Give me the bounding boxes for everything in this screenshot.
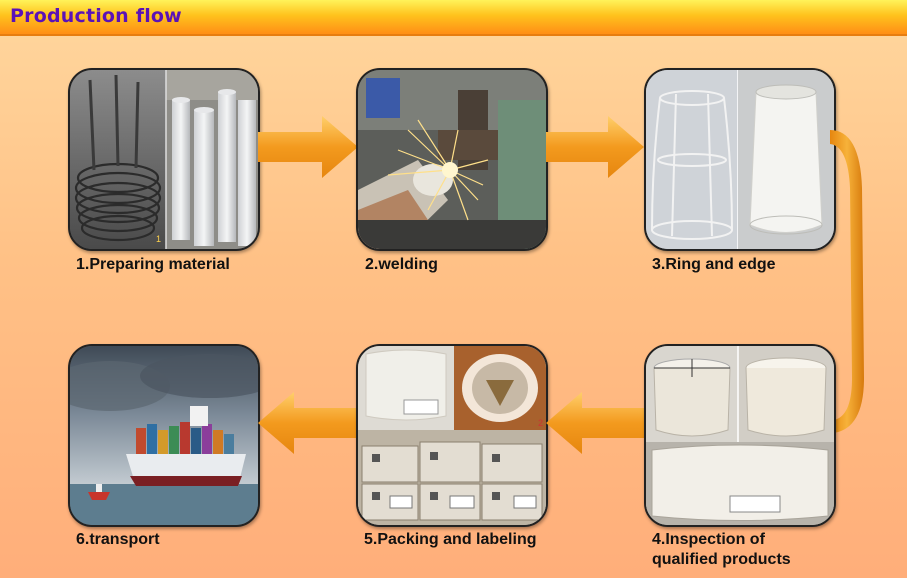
step-3-photo: [644, 68, 836, 251]
arrow-right-1: [258, 116, 358, 178]
step-6-label: 6.transport: [76, 531, 160, 548]
arrow-curve-down: [830, 128, 876, 438]
photo-marker-1: 1: [156, 234, 161, 244]
step-4-photo: [644, 344, 836, 527]
step-1-label: 1.Preparing material: [76, 256, 230, 273]
step-2-label: 2.welding: [365, 256, 438, 273]
arrow-left-1: [258, 392, 358, 454]
arrow-right-2: [546, 116, 644, 178]
step-4-label-line2: qualified products: [652, 551, 791, 568]
page-title: Production flow: [10, 5, 182, 27]
step-3-label: 3.Ring and edge: [652, 256, 776, 273]
step-2-photo: [356, 68, 548, 251]
arrow-left-2: [546, 392, 644, 454]
step-1-photo: 1: [68, 68, 260, 251]
step-4-label: 4.Inspection of: [652, 531, 765, 548]
title-bar: Production flow: [0, 0, 907, 36]
step-5-label: 5.Packing and labeling: [364, 531, 537, 548]
step-6-photo: [68, 344, 260, 527]
photo-marker-2: 2: [538, 418, 543, 428]
step-5-photo: 2: [356, 344, 548, 527]
